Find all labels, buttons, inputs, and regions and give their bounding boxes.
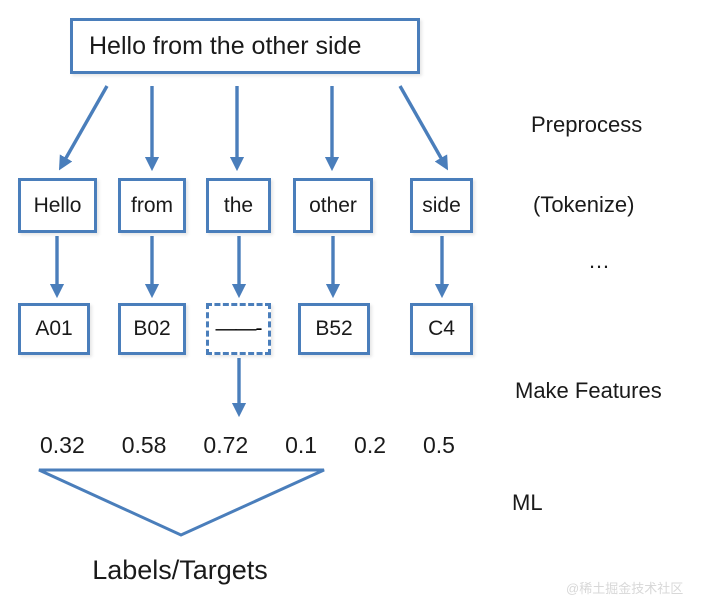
stage-label-make-features: Make Features	[515, 378, 662, 403]
stage-label-preprocess: Preprocess	[531, 112, 643, 137]
feature-value-3: 0.1	[285, 432, 318, 458]
token-label: side	[422, 193, 461, 217]
missing-value-dash: ——-	[215, 317, 263, 340]
feature-value-1: 0.58	[121, 432, 167, 458]
sentence-box: Hello from the other side	[70, 18, 420, 74]
feature-value-4: 0.2	[354, 432, 387, 458]
sentence-text: Hello from the other side	[89, 31, 362, 60]
code-box-4: C4	[410, 303, 473, 355]
token-label: Hello	[33, 193, 82, 217]
token-box-2: the	[206, 178, 271, 233]
code-label: B02	[133, 317, 171, 340]
code-label: B52	[315, 317, 353, 340]
feature-value-2: 0.72	[203, 432, 249, 458]
funnel-triangle	[38, 468, 325, 537]
token-box-0: Hello	[18, 178, 97, 233]
token-box-3: other	[293, 178, 373, 233]
stage-label-ml: ML	[512, 490, 543, 515]
stage-label-ellipsis: …	[588, 248, 612, 273]
code-label: A01	[35, 317, 73, 340]
code-label: C4	[428, 317, 455, 340]
watermark: @稀土掘金技术社区	[566, 581, 684, 596]
code-box-2-missing: ——-	[206, 303, 271, 355]
token-box-1: from	[118, 178, 186, 233]
stage-label-tokenize: (Tokenize)	[533, 192, 635, 217]
code-box-1: B02	[118, 303, 186, 355]
sentence-to-token-arrows	[58, 85, 449, 172]
token-label: other	[309, 193, 357, 217]
token-label: from	[131, 193, 173, 217]
feature-value-5: 0.5	[422, 432, 455, 458]
token-label: the	[223, 193, 254, 217]
feature-value-0: 0.32	[40, 432, 85, 458]
output-label: Labels/Targets	[92, 555, 268, 585]
code-box-3: B52	[298, 303, 370, 355]
token-box-4: side	[410, 178, 473, 233]
code-box-0: A01	[18, 303, 90, 355]
feature-vector: 0.32 0.58 0.72 0.1 0.2 0.5	[40, 432, 455, 459]
token-to-code-arrows	[49, 236, 450, 299]
